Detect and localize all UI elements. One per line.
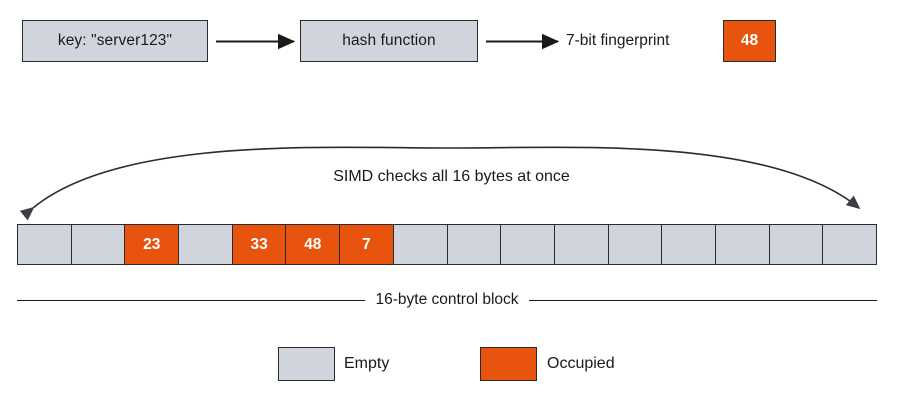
control-block-cell: 7: [340, 225, 394, 264]
control-block-cell: [71, 225, 126, 264]
legend-label-occupied: Occupied: [547, 347, 615, 381]
legend-swatch-empty: [278, 347, 335, 381]
simd-annotation-label: SIMD checks all 16 bytes at once: [0, 168, 903, 186]
hash-function-label: hash function: [342, 32, 436, 49]
key-input-label: key: "server123": [57, 32, 173, 49]
legend-label-occupied-text: Occupied: [547, 355, 615, 372]
span-caption-text: 16-byte control block: [375, 291, 519, 308]
control-block-cell: [501, 225, 555, 264]
hash-function-box: hash function: [300, 20, 478, 62]
control-block-cell: 23: [125, 225, 180, 264]
control-block-cell: [393, 225, 448, 264]
control-block-cell: 33: [232, 225, 287, 264]
control-block-cell: [769, 225, 824, 264]
legend-label-empty-text: Empty: [344, 355, 390, 372]
control-block-cell: [18, 225, 72, 264]
span-rule-left: [17, 299, 366, 301]
key-input-box: key: "server123": [22, 20, 208, 62]
control-block-cell: [179, 225, 233, 264]
fingerprint-value-chip: 48: [723, 20, 776, 62]
simd-annotation-text: SIMD checks all 16 bytes at once: [333, 168, 570, 185]
span-rule-right: [528, 299, 877, 301]
fingerprint-caption: 7-bit fingerprint: [566, 20, 669, 62]
control-block-cell: [662, 225, 716, 264]
fingerprint-value-text: 48: [740, 32, 759, 49]
control-block-cell: [447, 225, 502, 264]
control-block-cell: [823, 225, 876, 264]
control-block-cell: [554, 225, 609, 264]
control-block-cell: 48: [286, 225, 341, 264]
legend-label-empty: Empty: [344, 347, 389, 381]
fingerprint-caption-text: 7-bit fingerprint: [566, 32, 670, 49]
control-block-cell: [715, 225, 770, 264]
control-block-cell: [608, 225, 663, 264]
control-block-span-caption: 16-byte control block: [17, 290, 877, 310]
legend-swatch-occupied: [480, 347, 537, 381]
